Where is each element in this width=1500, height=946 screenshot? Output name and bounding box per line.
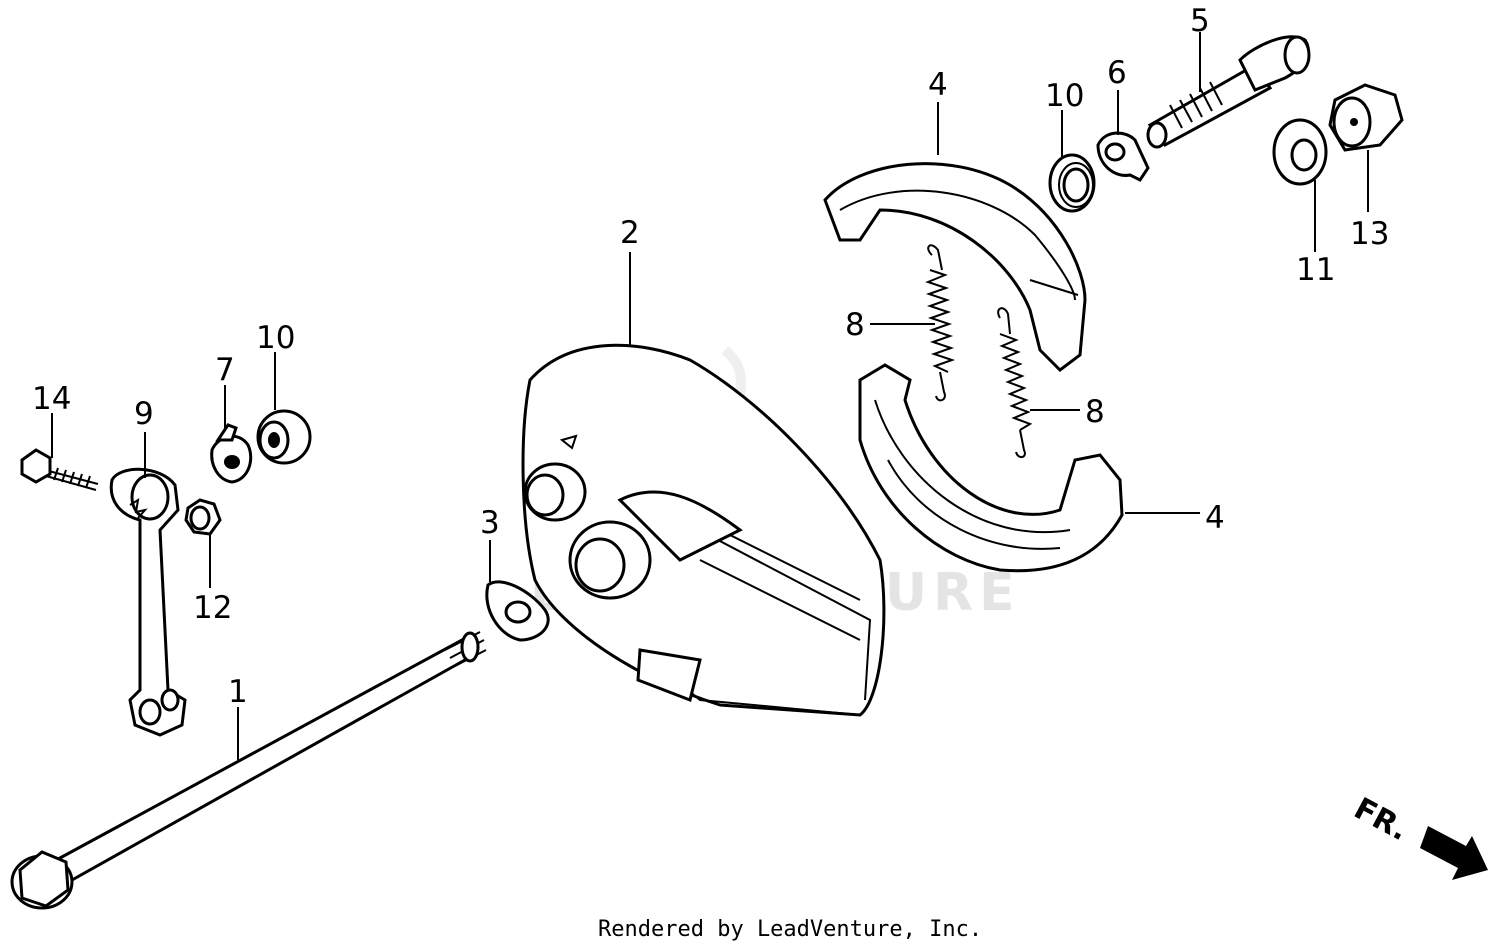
callout-8-right: 8: [1085, 394, 1105, 430]
callout-7: 7: [215, 352, 235, 388]
callout-10-lower: 10: [256, 320, 295, 356]
leader-lines: [51, 32, 1369, 760]
direction-arrow-icon: [1420, 826, 1488, 880]
part-2-brake-panel[interactable]: [521, 343, 886, 717]
part-7-indicator[interactable]: [210, 423, 253, 484]
part-5-brake-cam[interactable]: [1146, 35, 1311, 149]
part-6-wear-indicator[interactable]: [1096, 131, 1150, 182]
part-11-washer[interactable]: [1272, 118, 1328, 186]
front-direction-indicator: FR.: [1348, 791, 1488, 880]
part-12-nut[interactable]: [184, 498, 222, 536]
callout-14: 14: [32, 381, 71, 417]
callout-6: 6: [1107, 55, 1127, 91]
part-4-brake-shoe-lower[interactable]: [858, 363, 1124, 573]
part-8-spring-left[interactable]: [925, 244, 956, 402]
part-8-spring-right[interactable]: [997, 307, 1033, 458]
callout-8-left: 8: [845, 307, 865, 343]
callout-3: 3: [480, 505, 500, 541]
part-4-brake-shoe-upper[interactable]: [823, 162, 1087, 372]
callout-5: 5: [1190, 3, 1210, 39]
direction-label: FR.: [1348, 791, 1413, 848]
callout-12: 12: [193, 590, 232, 626]
callout-4-upper: 4: [928, 67, 948, 103]
part-9-brake-arm[interactable]: [109, 467, 187, 737]
callout-labels: 1 2 3 4 4 5 6 7 8 8 9 10 10 11 12 13 14: [32, 3, 1389, 710]
callout-11: 11: [1296, 252, 1335, 288]
callout-1: 1: [228, 674, 248, 710]
part-10-oil-seal-upper[interactable]: [1048, 153, 1096, 213]
part-14-bolt[interactable]: [20, 448, 99, 491]
part-3-seal[interactable]: [485, 580, 550, 642]
callout-2: 2: [620, 215, 640, 251]
footer-credit: Rendered by LeadVenture, Inc.: [598, 917, 982, 942]
callout-9: 9: [134, 396, 154, 432]
callout-13: 13: [1350, 216, 1389, 252]
part-1-axle[interactable]: [10, 631, 487, 910]
callout-10-upper: 10: [1045, 78, 1084, 114]
callout-4-lower: 4: [1205, 500, 1225, 536]
part-10-bearing-lower[interactable]: [256, 409, 312, 465]
part-13-nut[interactable]: [1328, 83, 1404, 152]
